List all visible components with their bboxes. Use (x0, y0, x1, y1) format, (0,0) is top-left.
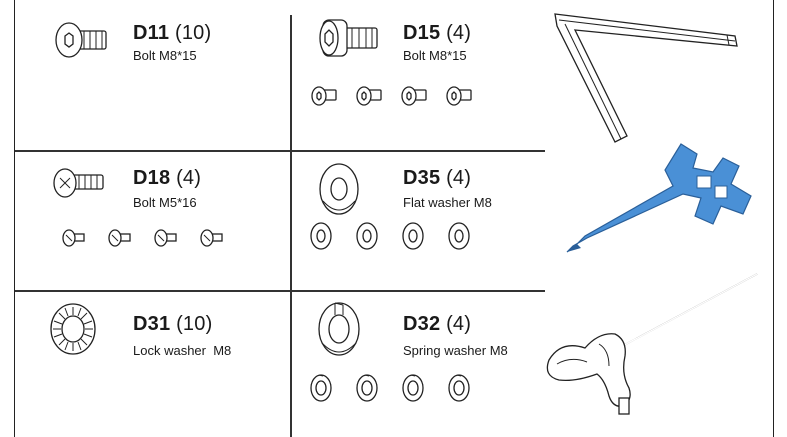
part-code: D18 (133, 167, 171, 189)
part-d11: D11 (10) Bolt M8*15 (15, 0, 290, 150)
socket-head-bolt-icon (319, 19, 378, 57)
screw-row-icon (62, 229, 223, 247)
part-d35: D35 (4) Flat washer M8 (291, 151, 546, 290)
part-description: Bolt M5*16 (133, 195, 197, 210)
phillips-screw-icon (53, 168, 104, 198)
button-head-bolt-icon (55, 22, 107, 58)
t-handle-hex-key-icon (546, 273, 758, 415)
part-quantity: (4) (446, 313, 472, 335)
part-d31: D31 (10) Lock washer M8 (15, 291, 290, 437)
part-quantity: (10) (176, 313, 213, 335)
part-quantity: (4) (176, 167, 202, 189)
part-code: D15 (403, 22, 441, 44)
spring-washer-row-icon (310, 374, 470, 402)
column-divider (290, 15, 292, 437)
part-description: Flat washer M8 (403, 195, 492, 210)
part-description: Bolt M8*15 (133, 48, 197, 63)
part-code: D31 (133, 313, 171, 335)
part-code: D35 (403, 167, 441, 189)
flat-washer-icon (319, 163, 359, 215)
multi-wrench-screwdriver-icon (566, 143, 752, 253)
row-divider-1 (15, 150, 545, 152)
washer-row-icon (310, 222, 470, 250)
part-d15: D15 (4) Bolt M8*15 (291, 0, 546, 150)
part-description: Bolt M8*15 (403, 48, 467, 63)
bolt-row-icon (311, 86, 472, 106)
part-quantity: (4) (446, 22, 472, 44)
part-description: Lock washer M8 (133, 343, 232, 358)
part-code: D11 (133, 22, 170, 44)
part-code: D32 (403, 313, 441, 335)
part-description: Spring washer M8 (403, 343, 508, 358)
part-d18: D18 (4) Bolt M5*16 (15, 151, 290, 290)
row-divider-2 (15, 290, 545, 292)
part-quantity: (10) (174, 22, 212, 44)
lock-washer-icon (50, 303, 96, 355)
hardware-sheet: D11 (10) Bolt M8*15 (14, 0, 774, 437)
allen-key-icon (554, 13, 738, 143)
spring-washer-icon (318, 302, 360, 356)
part-d32: D32 (4) Spring washer M8 (291, 291, 546, 437)
part-quantity: (4) (446, 167, 472, 189)
